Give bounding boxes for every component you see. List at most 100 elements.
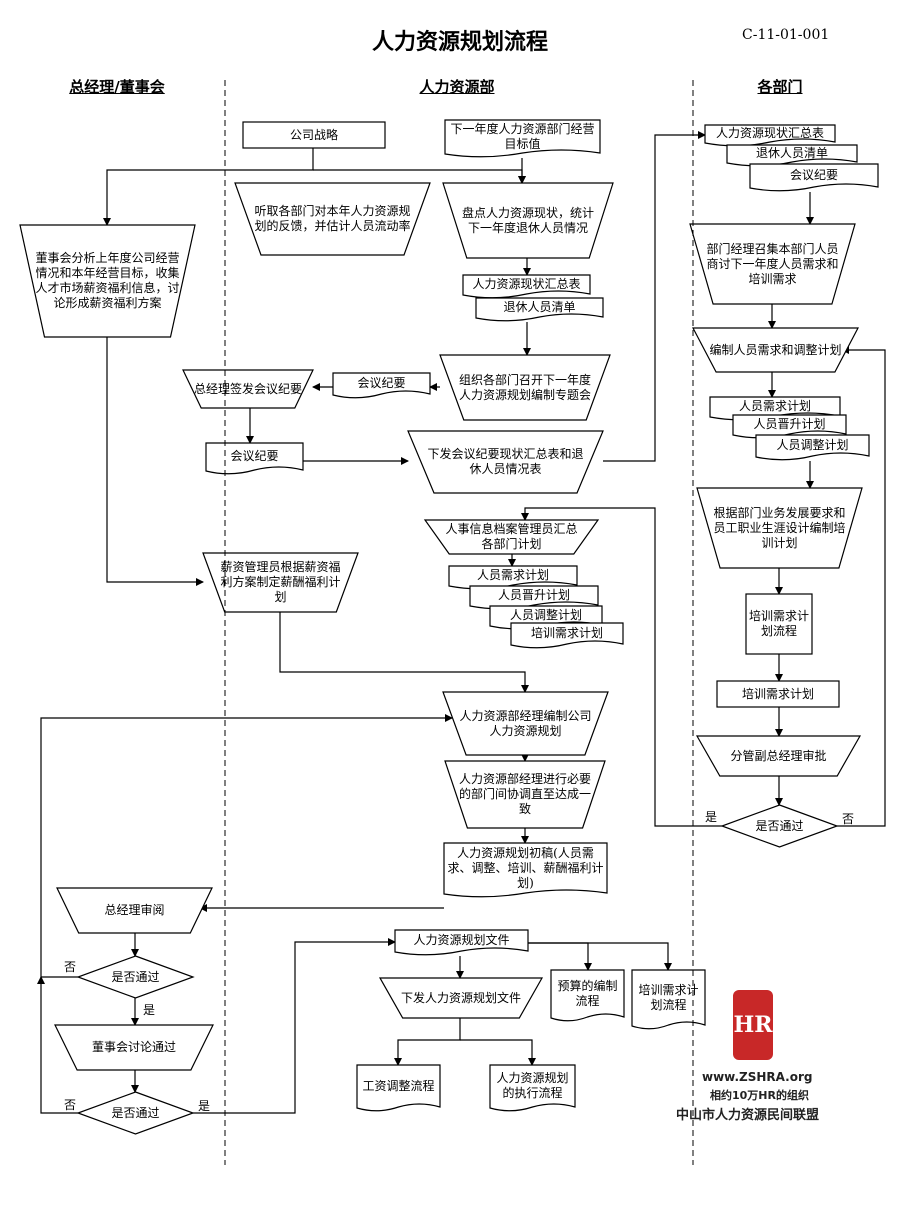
edge-label-yes: 是 xyxy=(705,810,718,824)
hr-logo: HR xyxy=(733,990,773,1060)
dept-train-req-label: 根据部门业务发展要求和员工职业生涯设计编制培训计划 xyxy=(713,505,846,550)
doc-retire-label: 退休人员清单 xyxy=(503,300,576,314)
exec-label: 人力资源规划的执行流程 xyxy=(496,1071,569,1100)
train-flow-label: 培训需求计划流程 xyxy=(749,609,810,638)
dept-adjust-shape xyxy=(755,434,870,461)
flow-arrow xyxy=(603,131,706,462)
target-shape xyxy=(444,119,601,158)
flow-arrow xyxy=(528,942,592,971)
strategy-label: 公司战略 xyxy=(289,127,338,142)
train-flow2-shape xyxy=(631,969,706,1030)
pass-board-label: 是否通过 xyxy=(111,1105,160,1120)
dept-demand-label: 人员需求计划 xyxy=(738,399,811,413)
dept-status-shape xyxy=(704,124,836,147)
board-discuss-shape xyxy=(54,1024,214,1071)
dept-minutes-label: 会议纪要 xyxy=(789,168,838,182)
train-flow2-label: 培训需求计划流程 xyxy=(638,982,699,1012)
vp-approve-label: 分管副总经理审批 xyxy=(730,748,827,763)
watermark-org: 中山市人力资源民间联盟 xyxy=(676,1108,820,1123)
dept-train-req-shape xyxy=(696,487,863,569)
flow-arrow xyxy=(103,148,314,226)
watermark-slogan: 相约10万HR的组织 xyxy=(710,1089,809,1102)
dept-promo-label: 人员晋升计划 xyxy=(753,417,826,431)
flow-arrow xyxy=(106,337,204,586)
c-adjust-label: 人员调整计划 xyxy=(509,608,582,622)
dept-retire-shape xyxy=(726,144,858,167)
flow-arrow xyxy=(193,938,396,1114)
edge-label-no: 否 xyxy=(64,960,77,974)
c-promo-label: 人员晋升计划 xyxy=(497,588,570,602)
meeting-minutes-label: 会议纪要 xyxy=(357,376,406,390)
train-plan-shape xyxy=(716,680,840,708)
gm-sign-label: 总经理签发会议纪要 xyxy=(193,381,302,396)
hr-coord-shape xyxy=(444,760,606,829)
watermark-url: www.ZSHRA.org xyxy=(702,1070,813,1084)
c-demand-shape xyxy=(448,565,578,590)
board-analysis-shape xyxy=(19,224,196,338)
pass-dept-label: 是否通过 xyxy=(755,818,804,833)
final-doc-label: 人力资源规划文件 xyxy=(413,933,510,947)
inventory-label: 盘点人力资源现状，统计下一年度退休人员情况 xyxy=(461,205,594,235)
train-flow-shape xyxy=(745,593,813,655)
doc-retire-shape xyxy=(475,297,604,322)
edge-label-yes: 是 xyxy=(143,1003,156,1017)
minutes2-shape xyxy=(205,442,304,475)
dept-minutes-shape xyxy=(749,163,879,192)
edge-label-yes: 是 xyxy=(198,1099,211,1113)
final-doc-shape xyxy=(394,929,529,956)
draft-label: 人力资源规划初稿(人员需求、调整、培训、薪酬福利计划) xyxy=(447,845,604,890)
pass-board-shape xyxy=(76,1091,195,1135)
inventory-shape xyxy=(442,182,614,259)
budget-shape xyxy=(550,969,625,1022)
vp-approve-shape xyxy=(695,735,862,777)
train-plan-label: 培训需求计划 xyxy=(741,686,814,701)
flow-arrow xyxy=(279,612,529,693)
dept-mgr-label: 部门经理召集本部门人员商讨下一年度人员需求和培训需求 xyxy=(706,241,839,286)
dept-retire-label: 退休人员清单 xyxy=(755,146,828,160)
lane-title-hr: 人力资源部 xyxy=(419,78,495,96)
edge-label-no: 否 xyxy=(64,1098,77,1112)
dept-promo-shape xyxy=(732,414,847,439)
board-analysis-label: 董事会分析上年度公司经营情况和本年经营目标，收集人才市场薪资福利信息，讨论形成薪… xyxy=(35,251,180,310)
hr-mgr-plan-shape xyxy=(442,691,609,756)
issue-minutes-shape xyxy=(407,430,604,494)
feedback-label: 听取各部门对本年人力资源规划的反馈，并估计人员流动率 xyxy=(254,204,411,233)
gm-review-shape xyxy=(56,887,213,934)
hr-coord-label: 人力资源部经理进行必要的部门间协调直至达成一致 xyxy=(458,772,591,816)
edge-label-no: 否 xyxy=(842,812,855,826)
draft-shape xyxy=(443,842,608,898)
exec-shape xyxy=(489,1064,576,1112)
archive-label: 人事信息档案管理员汇总各部门计划 xyxy=(445,522,578,551)
board-discuss-label: 董事会讨论通过 xyxy=(91,1040,176,1054)
salary-adj-shape xyxy=(356,1064,441,1112)
salary-shape xyxy=(202,552,359,613)
c-train-label: 培训需求计划 xyxy=(530,626,603,640)
doc-status-shape xyxy=(462,274,591,299)
lane-title-management: 总经理/董事会 xyxy=(69,78,165,96)
c-demand-label: 人员需求计划 xyxy=(476,568,549,582)
salary-label: 薪资管理员根据薪资福利方案制定薪酬福利计划 xyxy=(220,560,341,604)
flow-arrow xyxy=(837,346,886,827)
target-label: 下一年度人力资源部门经营目标值 xyxy=(450,121,595,151)
issue-final-label: 下发人力资源规划文件 xyxy=(400,990,521,1005)
minutes2-label: 会议纪要 xyxy=(230,449,279,463)
flow-arrow xyxy=(394,1018,461,1066)
flow-arrow xyxy=(313,169,526,184)
issue-final-shape xyxy=(378,977,544,1019)
archive-shape xyxy=(423,519,600,555)
c-train-shape xyxy=(510,622,624,649)
doc-status-label: 人力资源现状汇总表 xyxy=(472,277,581,291)
meeting-minutes-shape xyxy=(332,372,431,399)
dept-status-label: 人力资源现状汇总表 xyxy=(715,126,824,140)
feedback-shape xyxy=(234,182,431,256)
dept-plan-label: 编制人员需求和调整计划 xyxy=(709,342,842,357)
document-code: C-11-01-001 xyxy=(742,27,830,43)
flow-arrow xyxy=(460,1039,536,1066)
org-meeting-shape xyxy=(439,354,611,421)
issue-minutes-label: 下发会议纪要现状汇总表和退休人员情况表 xyxy=(427,447,584,476)
dept-plan-shape xyxy=(692,327,859,373)
hr-mgr-plan-label: 人力资源部经理编制公司人力资源规划 xyxy=(459,708,592,738)
pass-dept-shape xyxy=(720,804,839,848)
pass-gm-shape xyxy=(76,955,195,999)
